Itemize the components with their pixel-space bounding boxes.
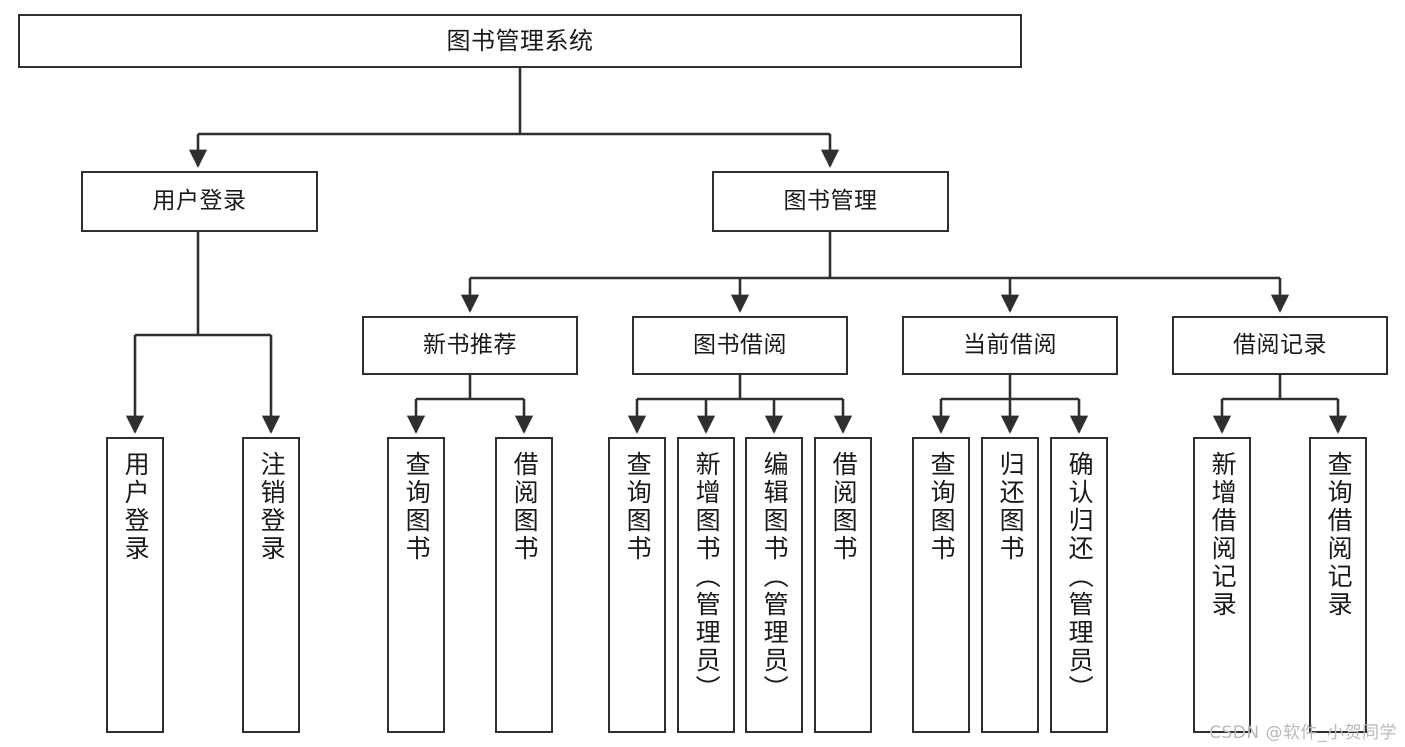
node-label: 确认归还（管理员） [1065,451,1095,703]
leaf-edit-book-admin[interactable]: 编辑图书（管理员） [745,437,803,733]
node-book-borrow[interactable]: 图书借阅 [632,316,848,375]
node-label: 新增借阅记录 [1208,451,1238,619]
node-label: 注销登录 [257,451,287,563]
node-label: 用户登录 [121,451,151,563]
node-borrow-record[interactable]: 借阅记录 [1172,316,1388,375]
leaf-query-borrow-record[interactable]: 查询借阅记录 [1309,437,1367,733]
node-label: 图书管理系统 [446,26,594,55]
node-label: 查询借阅记录 [1324,451,1354,619]
node-label: 图书借阅 [693,331,787,358]
node-root-system[interactable]: 图书管理系统 [18,14,1022,68]
node-label: 借阅记录 [1233,331,1327,358]
leaf-query-book-borrow[interactable]: 查询图书 [608,437,666,733]
node-user-login[interactable]: 用户登录 [81,171,318,232]
leaf-add-book-admin[interactable]: 新增图书（管理员） [677,437,735,733]
watermark-text: CSDN @软件_小贺同学 [1209,723,1397,743]
node-label: 查询图书 [623,451,653,563]
node-label: 用户登录 [152,187,247,214]
leaf-return-book[interactable]: 归还图书 [981,437,1039,733]
node-new-book-recommend[interactable]: 新书推荐 [362,316,578,375]
node-label: 新增图书（管理员） [692,451,722,703]
node-label: 编辑图书（管理员） [760,451,790,703]
node-label: 借阅图书 [510,451,540,563]
node-label: 图书管理 [783,187,878,214]
leaf-logout[interactable]: 注销登录 [242,437,300,733]
leaf-user-login[interactable]: 用户登录 [106,437,164,733]
node-label: 归还图书 [996,451,1026,563]
node-label: 查询图书 [402,451,432,563]
node-label: 借阅图书 [829,451,859,563]
node-current-borrow[interactable]: 当前借阅 [902,316,1118,375]
node-label: 查询图书 [927,451,957,563]
leaf-query-book-current[interactable]: 查询图书 [912,437,970,733]
node-book-management[interactable]: 图书管理 [712,171,949,232]
leaf-confirm-return-admin[interactable]: 确认归还（管理员） [1050,437,1108,733]
leaf-add-borrow-record[interactable]: 新增借阅记录 [1193,437,1251,733]
leaf-query-book-recommend[interactable]: 查询图书 [387,437,445,733]
node-label: 当前借阅 [963,331,1057,358]
leaf-borrow-book-recommend[interactable]: 借阅图书 [495,437,553,733]
leaf-borrow-book[interactable]: 借阅图书 [814,437,872,733]
node-label: 新书推荐 [423,331,517,358]
